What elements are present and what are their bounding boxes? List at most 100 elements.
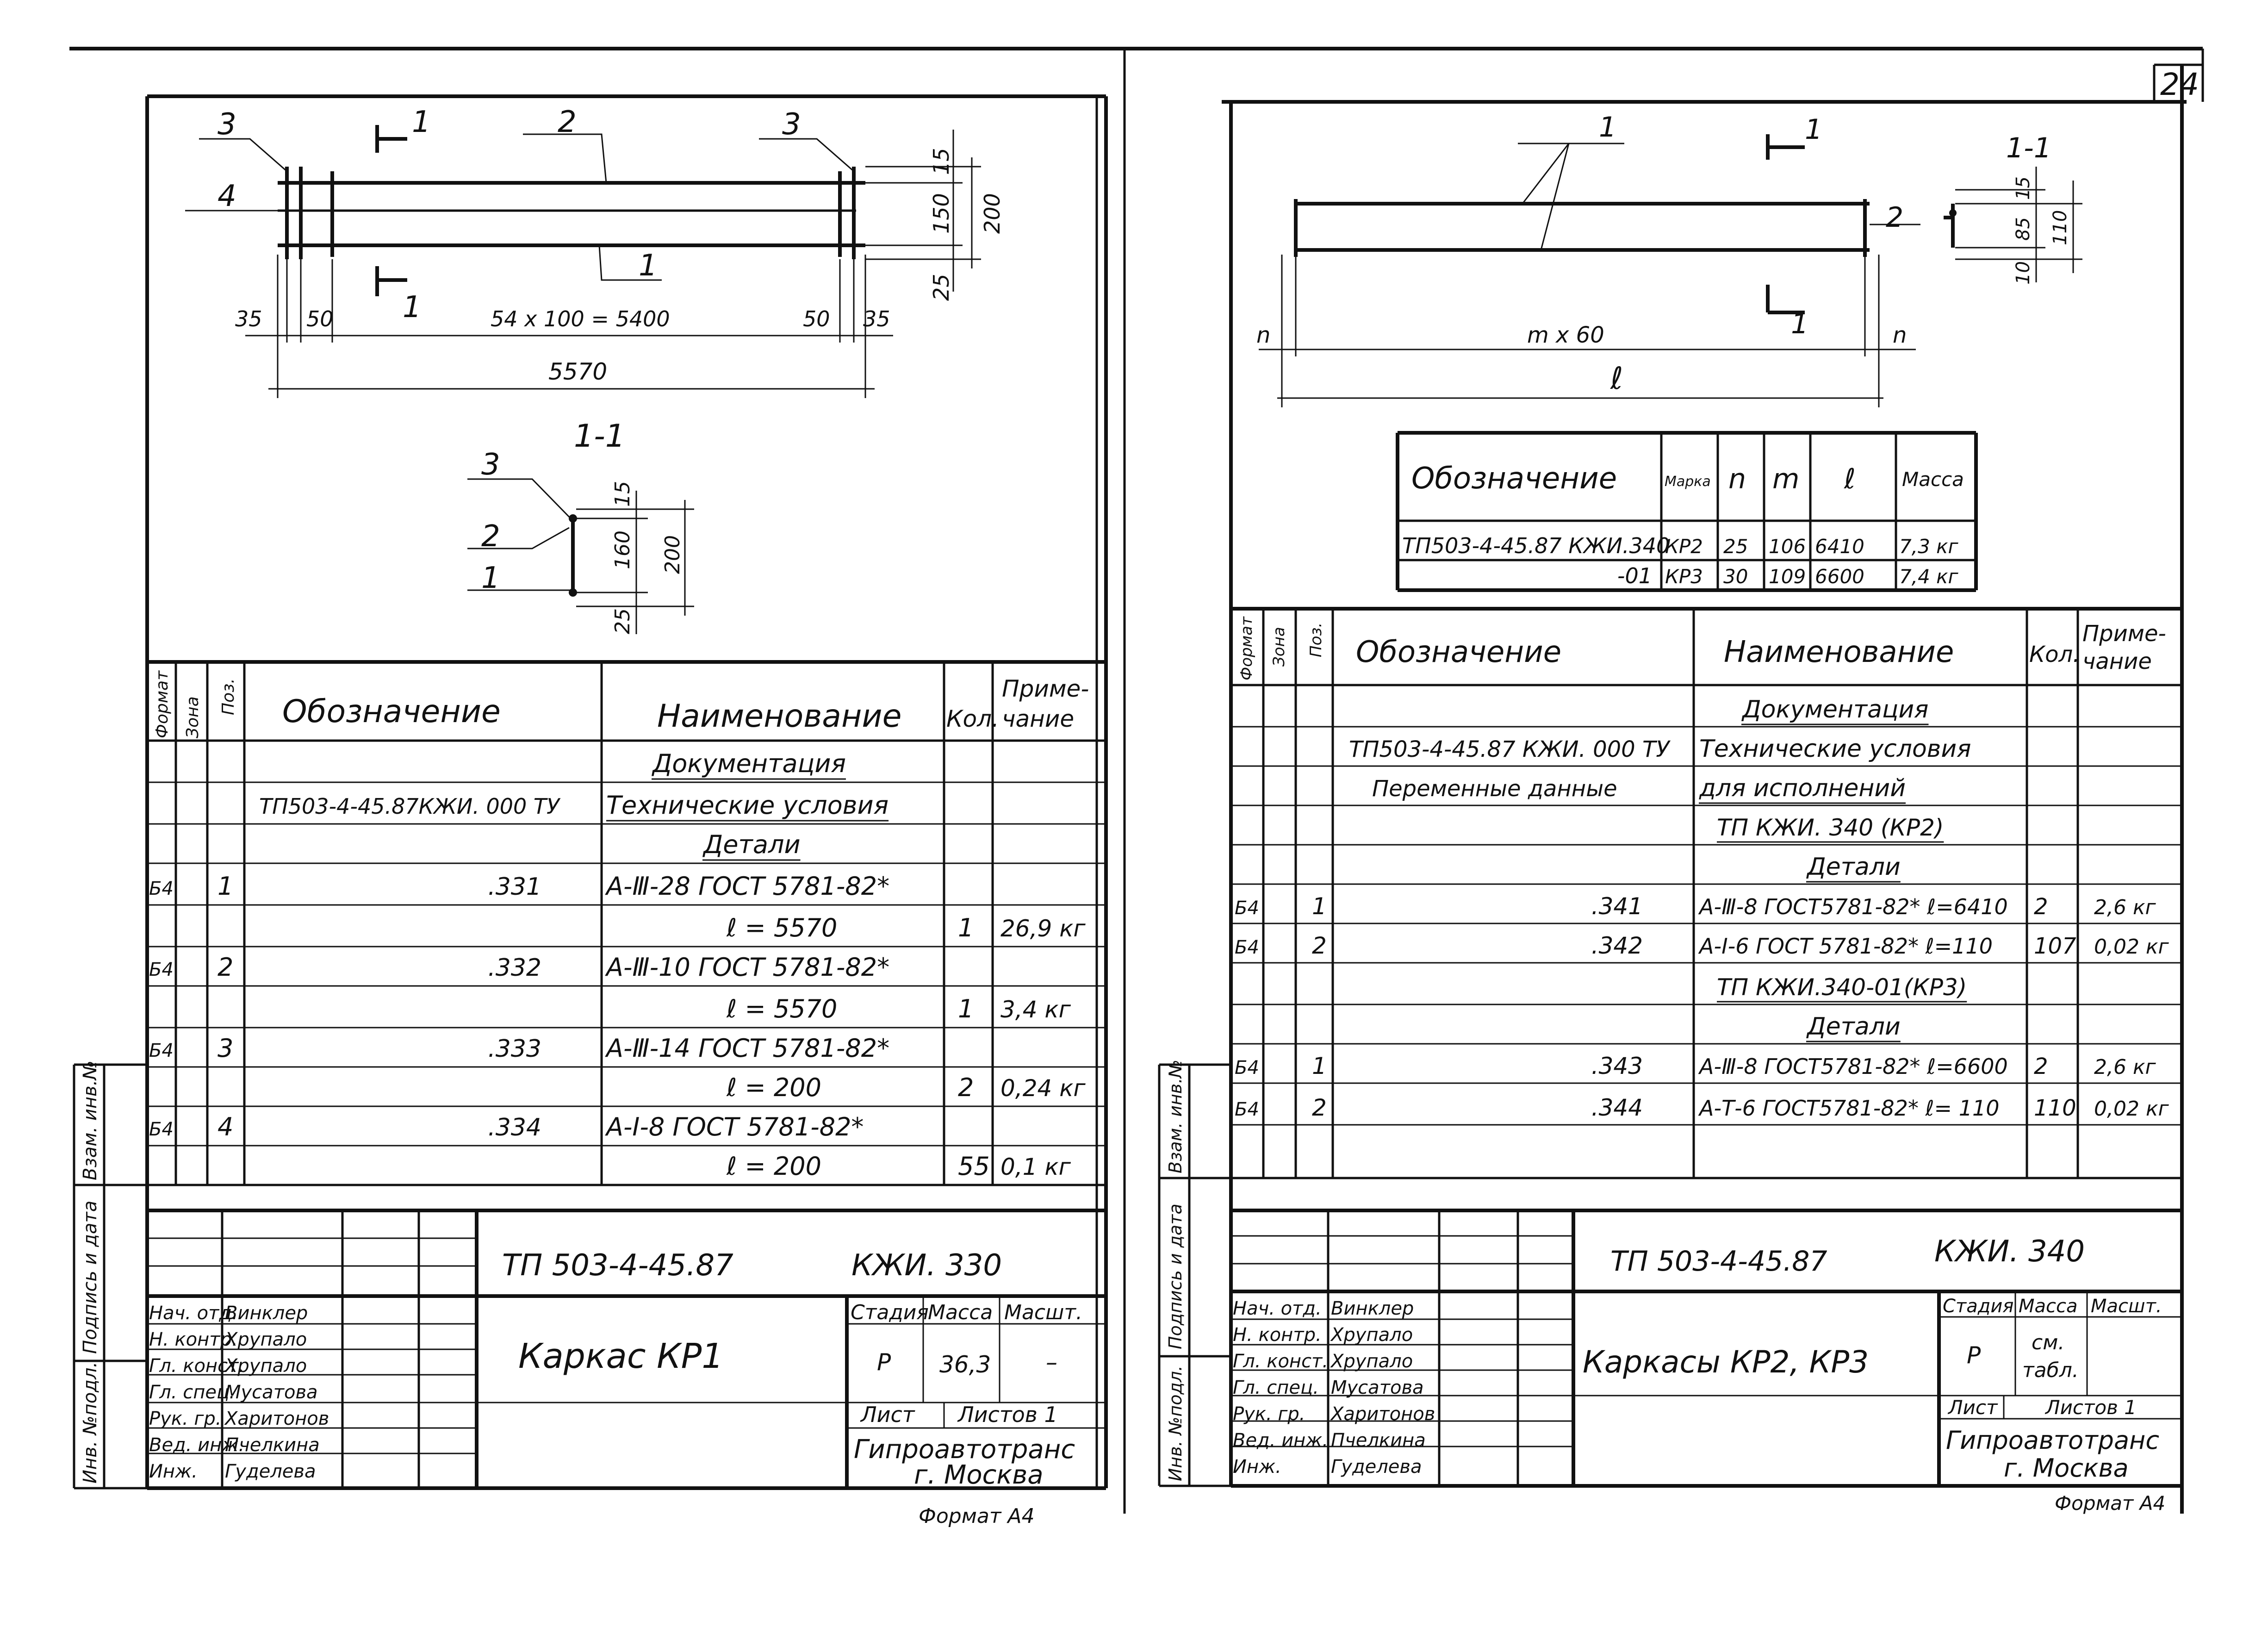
side-label-replacement: Взам. инв.№ (80, 1060, 101, 1180)
role-name: Гуделева (1331, 1456, 1422, 1478)
sec-dim-15: 15 (611, 481, 634, 507)
row-name: Детали (1806, 853, 1901, 881)
sec-dim-110: 110 (2050, 210, 2071, 245)
pos-2: 2 (1886, 201, 1903, 234)
section-mark-top: 1 (412, 105, 431, 139)
hdr-pos: Поз. (1307, 623, 1325, 657)
hdr-note-2: чание (1002, 705, 1074, 732)
row-name: А-Ⅰ-8 ГОСТ 5781-82* (605, 1112, 864, 1141)
row-name: А-Ⅲ-14 ГОСТ 5781-82* (605, 1034, 889, 1063)
role-label: Гл. конст. (149, 1355, 244, 1377)
role-name: Гуделева (225, 1461, 316, 1482)
row-designation: .341 (1591, 893, 1643, 920)
var-hdr-mass: Масса (1902, 468, 1964, 491)
right-title-block: ТП 503-4-45.87 КЖИ. 340 Каркасы КР2, КР3… (1231, 1209, 2182, 1486)
role-name: Хрупало (224, 1329, 307, 1350)
row-designation: .334 (488, 1114, 541, 1141)
row-designation: .343 (1591, 1053, 1643, 1079)
hdr-pos: Поз. (219, 678, 238, 715)
var-hdr-mark: Марка (1665, 474, 1711, 490)
role-name: Харитонов (1330, 1403, 1435, 1425)
row-name: ℓ = 200 (726, 1073, 821, 1102)
role-label: Н. контр. (149, 1329, 238, 1350)
row-name: Детали (702, 830, 801, 859)
dim-n-left: n (1256, 322, 1270, 348)
left-side-stamp: Взам. инв.№ Подпись и дата Инв. №подл. (73, 1060, 147, 1490)
dim-50-right: 50 (803, 306, 830, 331)
row-format: Б4 (149, 1119, 174, 1140)
left-elevation: 3 2 3 4 1 1 1 15 150 200 25 35 50 54 x 1… (185, 105, 1005, 398)
dim-35-left: 35 (235, 306, 262, 331)
row-designation: .342 (1591, 932, 1643, 959)
row-pos: 1 (1312, 893, 1327, 920)
row-qty: 2 (958, 1073, 974, 1102)
dim-overall: ℓ (1610, 361, 1623, 396)
row-qty: 2 (2034, 894, 2048, 920)
dim-n-right: n (1893, 322, 1907, 348)
role-label: Гл. спец. (1233, 1377, 1319, 1398)
page-number: 24 (2160, 67, 2199, 102)
title-city: г. Москва (914, 1460, 1044, 1490)
row-note: 26,9 кг (1000, 915, 1086, 942)
role-label: Рук. гр. (1233, 1403, 1305, 1425)
title-mark: КЖИ. 340 (1934, 1235, 2085, 1269)
row-format: Б4 (1235, 937, 1259, 958)
role-name: Хрупало (1330, 1351, 1413, 1372)
hdr-name: Наименование (1724, 635, 1954, 669)
row-format: Б4 (1235, 1057, 1259, 1079)
title-mass-label: Масса (928, 1301, 993, 1324)
sec-dim-10: 10 (2013, 261, 2034, 285)
row-format: Б4 (149, 1040, 174, 1061)
row-note: 0,02 кг (2094, 935, 2169, 959)
role-label: Вед. инж. (149, 1434, 244, 1456)
row-qty: 2 (2034, 1054, 2048, 1079)
role-name: Винклер (1331, 1298, 1414, 1319)
dim-15: 15 (929, 148, 954, 175)
role-label: Рук. гр. (149, 1408, 222, 1429)
row-qty: 107 (2034, 933, 2076, 959)
title-mass: 36,3 (939, 1351, 991, 1378)
variant-cell: КР3 (1665, 565, 1703, 588)
sec-dim-160: 160 (611, 530, 634, 569)
role-name: Мусатова (1331, 1377, 1424, 1398)
title-stage: Р (1967, 1342, 1981, 1369)
hdr-format: Формат (153, 670, 172, 738)
variant-cell: 7,3 кг (1899, 535, 1959, 558)
sec-dim-200: 200 (661, 535, 684, 574)
title-scale-label: Масшт. (1004, 1301, 1082, 1324)
row-qty: 55 (958, 1152, 990, 1181)
role-label: Нач. отд. (1233, 1298, 1322, 1319)
side-label-inventory: Инв. №подл. (1165, 1366, 1186, 1481)
row-name: А-Т-6 ГОСТ5781-82* ℓ= 110 (1698, 1096, 2000, 1121)
row-name: А-Ⅲ-28 ГОСТ 5781-82* (605, 872, 889, 901)
sec-leader-2: 2 (481, 519, 500, 554)
right-side-stamp: Взам. инв.№ Подпись и дата Инв. №подл. (1158, 1060, 1231, 1487)
var-hdr-designation: Обозначение (1411, 461, 1617, 496)
row-designation: ТП503-4-45.87КЖИ. 000 ТУ (259, 794, 561, 819)
row-note: 2,6 кг (2094, 1055, 2156, 1079)
row-name: А-Ⅰ-6 ГОСТ 5781-82* ℓ=110 (1698, 934, 1993, 959)
row-designation: ТП503-4-45.87 КЖИ. 000 ТУ (1349, 736, 1671, 762)
row-pos: 3 (217, 1034, 233, 1063)
title-org: Гипроавтотранс (854, 1434, 1075, 1465)
variant-cell: 6600 (1815, 565, 1864, 588)
row-format: Б4 (149, 959, 174, 980)
row-qty: 1 (958, 913, 974, 942)
dim-200: 200 (980, 193, 1005, 234)
title-mass-2: табл. (2022, 1359, 2079, 1382)
role-name: Пчелкина (225, 1434, 320, 1456)
variant-cell: 109 (1769, 565, 1806, 588)
right-elevation: 1 1 1 2 n m x 60 n ℓ (1256, 111, 1920, 407)
title-doc-code: ТП 503-4-45.87 (502, 1248, 733, 1283)
role-label: Вед. инж. (1233, 1430, 1328, 1451)
row-name: Технические условия (1699, 735, 1971, 763)
hdr-designation: Обозначение (282, 693, 501, 730)
hdr-note-2: чание (2082, 649, 2152, 674)
row-designation: Переменные данные (1372, 776, 1617, 802)
hdr-note-1: Приме- (1002, 675, 1089, 702)
title-mark: КЖИ. 330 (851, 1248, 1002, 1283)
row-designation: .331 (488, 873, 541, 901)
